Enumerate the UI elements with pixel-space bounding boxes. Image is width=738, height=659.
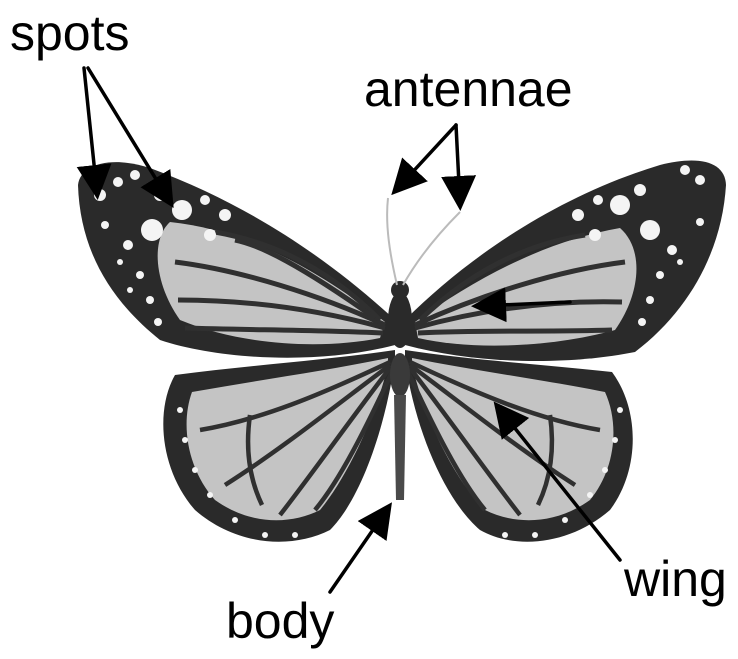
wing-label: wing [624,554,727,604]
left-forewing [78,162,395,358]
spots-label: spots [10,8,130,58]
body-label: body [226,596,334,646]
right-hindwing [405,350,633,542]
antennae-arrow-left [396,125,456,190]
body-arrow [330,508,388,592]
left-hindwing [163,350,395,542]
antennae-strokes [387,198,460,285]
antennae-arrow-right [456,125,460,204]
right-forewing [405,161,726,361]
butterfly-body [388,281,412,500]
antennae-label: antennae [364,64,573,114]
